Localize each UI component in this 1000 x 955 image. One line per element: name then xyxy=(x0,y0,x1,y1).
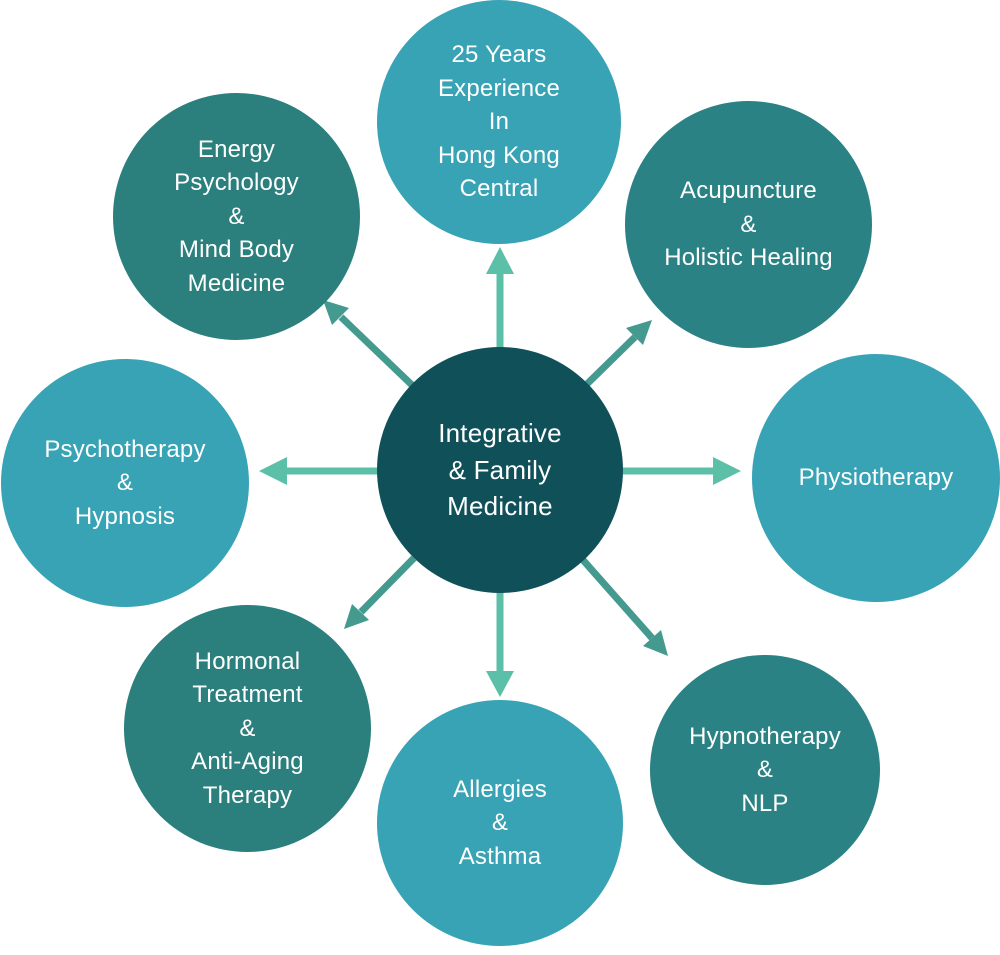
arrow-head xyxy=(344,604,369,629)
arrow-up-icon xyxy=(486,247,514,352)
arrow-head xyxy=(643,630,668,656)
arrow-head xyxy=(259,457,287,485)
arrow-down-left-icon xyxy=(344,555,417,629)
node-25-years-experience: 25 Years Experience In Hong Kong Central xyxy=(377,0,621,244)
arrow-down-icon xyxy=(486,590,514,697)
arrow-head xyxy=(486,671,514,697)
node-physiotherapy: Physiotherapy xyxy=(752,354,1000,602)
node-label: Hypnotherapy & NLP xyxy=(689,722,841,817)
node-label: 25 Years Experience In Hong Kong Central xyxy=(437,41,561,203)
arrow-head xyxy=(486,247,514,274)
arrow-right-icon xyxy=(620,457,741,485)
node-hormonal-treatment-anti-aging: Hormonal Treatment & Anti-Aging Therapy xyxy=(124,605,371,852)
node-psychotherapy-hypnosis: Psychotherapy & Hypnosis xyxy=(1,359,249,607)
node-label: Allergies & Asthma xyxy=(453,775,547,870)
arrow-up-left-icon xyxy=(323,300,416,389)
node-energy-psychology-mind-body: Energy Psychology & Mind Body Medicine xyxy=(113,93,360,340)
arrow-down-right-icon xyxy=(580,557,668,656)
node-label: Psychotherapy & Hypnosis xyxy=(44,435,206,530)
arrow-up-right-icon xyxy=(584,320,652,387)
arrow-shaft xyxy=(358,555,417,615)
node-label: Hormonal Treatment & Anti-Aging Therapy xyxy=(191,647,304,809)
node-label: Integrative & Family Medicine xyxy=(438,418,562,522)
arrow-shaft xyxy=(338,314,416,389)
node-label: Physiotherapy xyxy=(798,464,954,492)
node-allergies-asthma: Allergies & Asthma xyxy=(377,700,623,946)
arrow-left-icon xyxy=(259,457,380,485)
node-integrative-family-medicine: Integrative & Family Medicine xyxy=(377,347,623,593)
arrow-head xyxy=(626,320,652,345)
node-acupuncture-holistic-healing: Acupuncture & Holistic Healing xyxy=(625,101,872,348)
arrow-head xyxy=(713,457,741,485)
node-hypnotherapy-nlp: Hypnotherapy & NLP xyxy=(650,655,880,885)
node-label: Energy Psychology & Mind Body Medicine xyxy=(174,135,299,297)
arrow-head xyxy=(323,300,349,325)
arrow-shaft xyxy=(580,557,655,641)
arrow-shaft xyxy=(584,334,638,387)
node-label: Acupuncture & Holistic Healing xyxy=(664,177,833,272)
